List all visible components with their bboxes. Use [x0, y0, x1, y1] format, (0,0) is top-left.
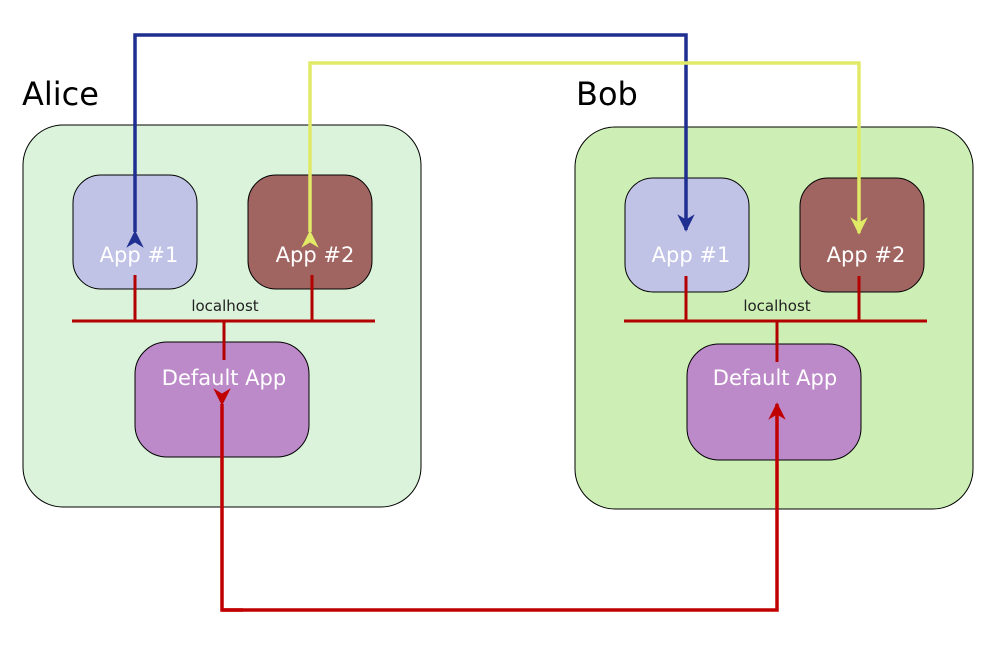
app2-link-arrow	[301, 61, 868, 248]
host-label-alice: Alice	[22, 75, 99, 113]
default-app-link-arrow	[213, 388, 786, 612]
bob-app1-label: App #1	[652, 243, 731, 267]
bob-default-app-label: Default App	[713, 366, 837, 390]
bob-localhost-label: localhost	[743, 297, 810, 315]
app1-link-arrow	[126, 33, 695, 248]
alice-app1-label: App #1	[100, 243, 179, 267]
host-bob: Bob App #1 App #2 localhost Default App	[574, 75, 974, 510]
alice-app2-label: App #2	[276, 243, 355, 267]
alice-default-app-label: Default App	[162, 366, 286, 390]
bob-default-app-box	[686, 343, 862, 461]
host-label-bob: Bob	[576, 75, 638, 113]
bob-app2-box	[799, 177, 925, 293]
alice-localhost-label: localhost	[191, 297, 258, 315]
bob-app2-label: App #2	[827, 243, 906, 267]
